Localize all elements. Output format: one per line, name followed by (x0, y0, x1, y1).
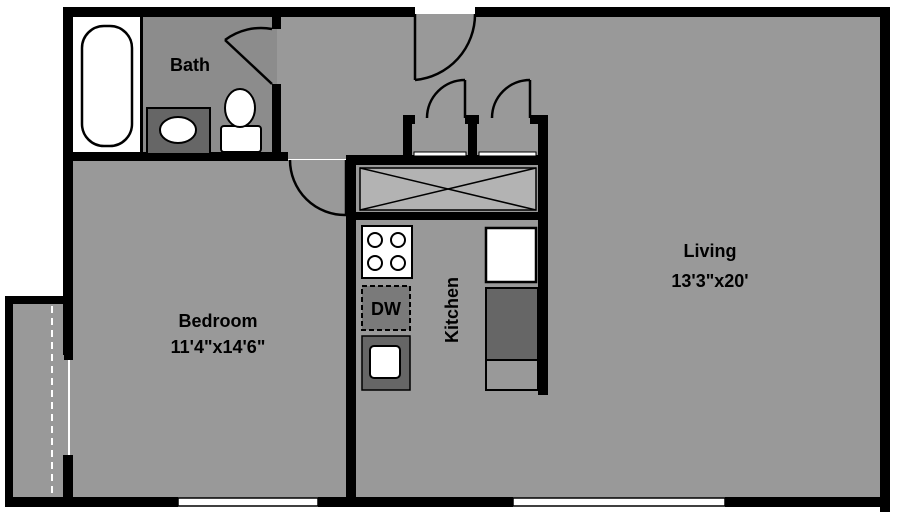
left-wall-upper (63, 7, 73, 159)
living-label: Living (684, 241, 737, 261)
doors (224, 13, 532, 217)
balcony-top-wall (5, 296, 71, 304)
bedroom-dimensions: 11'4"x14'6" (171, 337, 266, 357)
pantry-cabinet (359, 167, 537, 211)
bath-label: Bath (170, 55, 210, 75)
closet-mid-wall (468, 115, 477, 160)
closet-door-left (425, 78, 467, 119)
range-icon (361, 225, 413, 279)
closet-shelves (413, 151, 537, 157)
bottom-wall-a (63, 497, 178, 507)
dishwasher-label: DW (371, 299, 401, 319)
balcony-bottom-wall (5, 497, 71, 507)
right-wall (880, 7, 890, 512)
closet-right-wall (538, 115, 548, 215)
bottom-wall-b (318, 497, 513, 507)
bottom-wall-c (725, 497, 890, 507)
hall-kitchen-wall (346, 155, 546, 165)
left-wall-bedroom (63, 155, 73, 355)
bedroom-label: Bedroom (178, 311, 257, 331)
kitchen-right-wall (538, 215, 548, 395)
balcony-left-wall (5, 296, 13, 507)
bedroom-window (177, 497, 319, 507)
balcony-slider (51, 306, 73, 495)
bedroom-right-wall (346, 155, 356, 507)
counter-dark-section (485, 287, 539, 361)
balcony-floor (12, 300, 68, 500)
bathtub-icon (80, 24, 134, 148)
top-wall-right (475, 7, 890, 17)
left-wall-bedroom-low (63, 455, 73, 507)
bath-sink-icon (159, 116, 197, 144)
living-window (512, 497, 726, 507)
bedroom-door (288, 159, 348, 217)
closet-door-right (490, 78, 532, 119)
top-wall-left (63, 7, 415, 17)
kitchen-sink-icon (361, 335, 411, 391)
bath-bottom-wall (63, 152, 288, 161)
dishwasher-icon (361, 285, 411, 331)
refrigerator-icon (484, 226, 538, 284)
bath-right-wall (272, 7, 281, 29)
bath-right-wall-low (272, 84, 281, 161)
kitchen-label: Kitchen (442, 277, 462, 343)
room-labels: Bath Bedroom 11'4"x14'6" Living 13'3"x20… (170, 55, 749, 357)
walls (5, 7, 890, 512)
living-dimensions: 13'3"x20' (671, 271, 748, 291)
toilet-tank-icon (220, 125, 262, 153)
closet-top-wall-a (403, 115, 415, 124)
toilet-bowl-icon (224, 88, 256, 128)
pantry-bottom-wall (346, 212, 546, 220)
entry-hall-floor (275, 14, 360, 159)
bath-door (224, 26, 273, 85)
closet-left-wall (403, 115, 412, 160)
kitchen-appliances (357, 222, 539, 392)
windows (177, 497, 726, 507)
tub-divider (140, 14, 143, 154)
bath-fixtures (80, 24, 262, 155)
entry-door (413, 13, 477, 82)
bedroom-floor (70, 160, 355, 504)
